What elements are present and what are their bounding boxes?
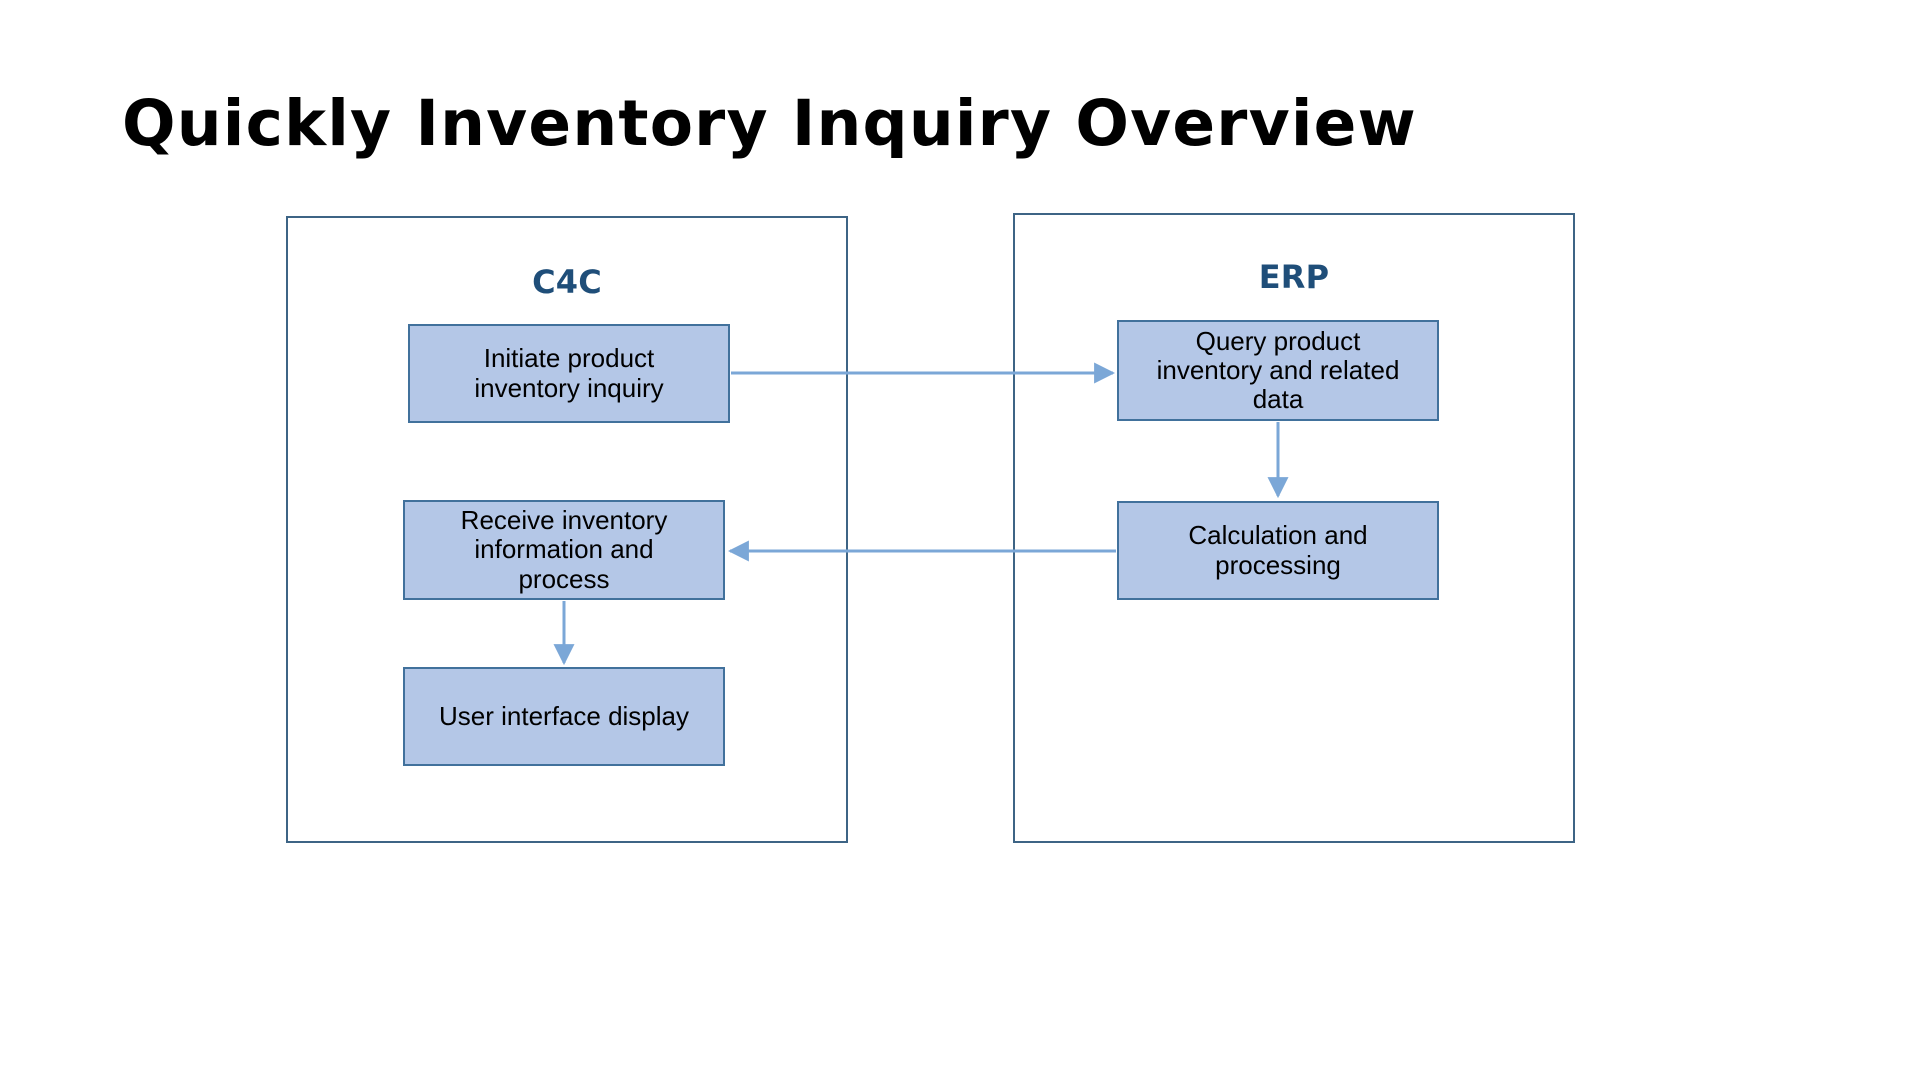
- node-label-line: inventory inquiry: [474, 372, 664, 403]
- node-label-line: process: [518, 563, 610, 594]
- process-node-user-interface-display[interactable]: User interface display: [403, 667, 725, 766]
- swimlane-erp-title: ERP: [1258, 258, 1330, 296]
- node-label-line: data: [1252, 384, 1304, 415]
- page-title: Quickly Inventory Inquiry Overview: [122, 87, 1417, 160]
- node-label-line: inventory and related: [1156, 354, 1400, 385]
- node-label-line: Query product: [1195, 325, 1361, 356]
- node-label: Query product inventory and related data: [1156, 325, 1400, 415]
- node-label-line: User interface display: [439, 700, 689, 731]
- swimlane-c4c-title: C4C: [532, 263, 602, 301]
- node-label-line: Calculation and: [1188, 520, 1368, 551]
- process-node-query-product-inventory-and-related-data[interactable]: Query product inventory and related data: [1117, 320, 1439, 421]
- node-label: Calculation and processing: [1188, 521, 1367, 579]
- process-node-calculation-and-processing[interactable]: Calculation and processing: [1117, 501, 1439, 600]
- node-label-line: information and: [474, 534, 654, 565]
- node-label: User interface display: [439, 700, 689, 731]
- node-label-line: Receive inventory: [460, 505, 668, 536]
- node-label: Receive inventory information and proces…: [461, 506, 668, 593]
- process-node-initiate-product-inventory-inquiry[interactable]: Initiate product inventory inquiry: [408, 324, 730, 423]
- process-node-receive-inventory-information-and-process[interactable]: Receive inventory information and proces…: [403, 500, 725, 600]
- node-label: Initiate product inventory inquiry: [474, 344, 663, 402]
- node-label-line: Initiate product: [483, 343, 655, 374]
- node-label-line: processing: [1215, 549, 1341, 580]
